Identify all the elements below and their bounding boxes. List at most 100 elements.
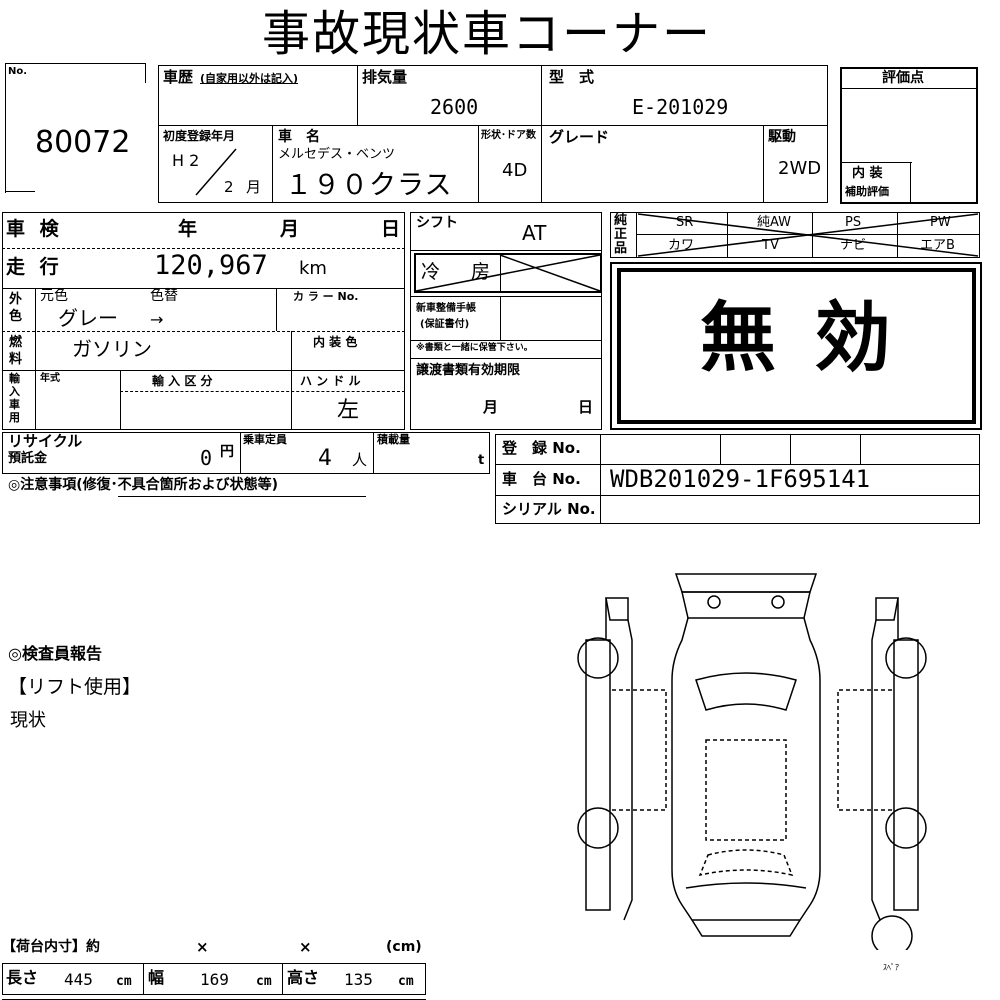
fuel-label: 燃料 [9, 335, 23, 367]
cargo-height-label: 高さ [287, 968, 320, 987]
recycle-unit: 円 [220, 444, 234, 460]
transfer-day: 日 [578, 398, 594, 416]
date-slash [195, 148, 237, 196]
cargo-length-value: 445 [64, 970, 93, 989]
mileage-label: 走 行 [6, 256, 63, 278]
cargo-length-label: 長さ [6, 968, 39, 987]
notes-label: ◎注意事項(修復･不具合箇所および状態等) [8, 477, 279, 493]
chassis-value: WDB201029-1F695141 [610, 465, 871, 493]
equip-leather: カワ [668, 238, 695, 253]
shift-value: AT [522, 221, 547, 245]
car-name-label: 車 名 [278, 129, 320, 145]
inspection-year: 年 [178, 218, 198, 240]
invalid-stamp: 無 効 [700, 293, 897, 382]
inspection-month: 月 [280, 218, 300, 240]
serial-label: シリアル No. [502, 500, 596, 518]
cargo-x1: × [196, 938, 209, 956]
mileage-unit: km [299, 258, 327, 279]
capacity-label: 乗車定員 [243, 433, 287, 446]
fuel-value: ガソリン [72, 337, 152, 361]
spare-label: ｽﾍﾟｱ [883, 963, 899, 972]
transfer-label: 譲渡書類有効期限 [416, 363, 521, 378]
inspector-heading: ◎検査員報告 [8, 644, 102, 663]
exterior-orig-label: 元色 [40, 288, 68, 304]
car-name: １９０クラス [285, 170, 453, 201]
handle-label: ハ ン ド ル [300, 374, 361, 388]
cargo-unit-header: (cm) [386, 939, 422, 955]
lot-number: 80072 [35, 125, 131, 160]
cargo-height-value: 135 [344, 970, 373, 989]
cargo-length-unit: cm [116, 974, 132, 989]
lot-box [5, 63, 150, 198]
import-label: 輸入車用 [9, 372, 20, 424]
aircon-label: 冷 房 [421, 261, 497, 283]
first-reg-month-unit: 月 [246, 178, 262, 196]
grade-label: グレード [549, 128, 610, 146]
capacity-unit: 人 [352, 451, 368, 469]
drive-value: 2WD [778, 158, 822, 179]
model-value: E-201029 [632, 95, 729, 119]
recycle-label-2: 預託金 [8, 451, 48, 466]
drive-label: 駆動 [768, 129, 796, 145]
page-title: 事故現状車コーナー [262, 6, 713, 62]
capacity-value: 4 [318, 446, 332, 471]
exterior-change-value: → [150, 310, 164, 329]
body-value: 4D [502, 160, 528, 181]
equip-navi: ナビ [840, 238, 867, 253]
service-book-sub: (保証書付) [420, 319, 470, 330]
car-diagram [577, 573, 927, 950]
aircon-box [414, 253, 602, 293]
first-reg-label: 初度登録年月 [163, 129, 236, 143]
recycle-grid [2, 432, 490, 474]
cargo-width-label: 幅 [148, 968, 165, 987]
rating-label: 評価点 [882, 70, 924, 86]
car-maker: メルセデス・ベンツ [278, 147, 396, 162]
exterior-orig-value: グレー [58, 306, 118, 330]
exterior-change-label: 色替 [150, 288, 178, 304]
model-label: 型 式 [549, 68, 595, 86]
inspector-line-1: 【リフト使用】 [8, 676, 142, 698]
first-reg-era: H 2 [172, 151, 200, 170]
equip-ps: PS [845, 215, 862, 230]
cargo-width-value: 169 [200, 970, 229, 989]
registration-grid [495, 434, 980, 524]
interior-sub-label: 補助評価 [845, 185, 889, 198]
middle-grid [410, 212, 602, 430]
interior-label: 内 装 [852, 166, 883, 181]
inspection-day: 日 [381, 218, 401, 240]
body-label: 形状･ドア数 [481, 130, 536, 141]
recycle-value: 0 [200, 446, 213, 470]
history-note: (自家用以外は記入) [200, 72, 299, 85]
import-year-label: 年式 [40, 373, 60, 384]
first-reg-month: 2 [224, 178, 234, 196]
equip-cross [637, 213, 979, 257]
chassis-label: 車 台 No. [502, 470, 581, 488]
transfer-month: 月 [483, 398, 499, 416]
cargo-header: 【荷台内寸】約 [2, 939, 100, 955]
displacement-value: 2600 [430, 95, 479, 119]
inspection-label: 車 検 [6, 218, 63, 240]
load-label: 積載量 [377, 433, 410, 446]
invalid-outer [610, 262, 982, 430]
lot-label: No. [8, 66, 28, 77]
cargo-width-unit: cm [256, 974, 272, 989]
recycle-label: リサイクル [8, 432, 83, 450]
service-book-label: 新車整備手帳 [416, 303, 476, 314]
header-grid [158, 65, 828, 203]
inspector-line-2: 現状 [10, 710, 46, 731]
displacement-label: 排気量 [362, 68, 408, 86]
exterior-label: 外色 [9, 292, 23, 324]
equip-tv: TV [762, 238, 779, 253]
aircon-cross [415, 254, 601, 292]
interior-color-label: 内 装 色 [313, 335, 358, 349]
cargo-grid [2, 963, 426, 995]
import-class-label: 輸 入 区 分 [152, 374, 213, 388]
service-book-note: ※書類と一緒に保管下さい。 [416, 343, 533, 353]
shift-label: シフト [416, 215, 458, 231]
color-no-label: カ ラ ー No. [293, 290, 359, 303]
history-label: 車歴 [163, 68, 194, 86]
cargo-x2: × [299, 938, 312, 956]
equip-aw: 純AW [757, 215, 792, 230]
registration-label: 登 録 No. [502, 439, 581, 457]
equip-airbag: エアB [920, 238, 955, 253]
